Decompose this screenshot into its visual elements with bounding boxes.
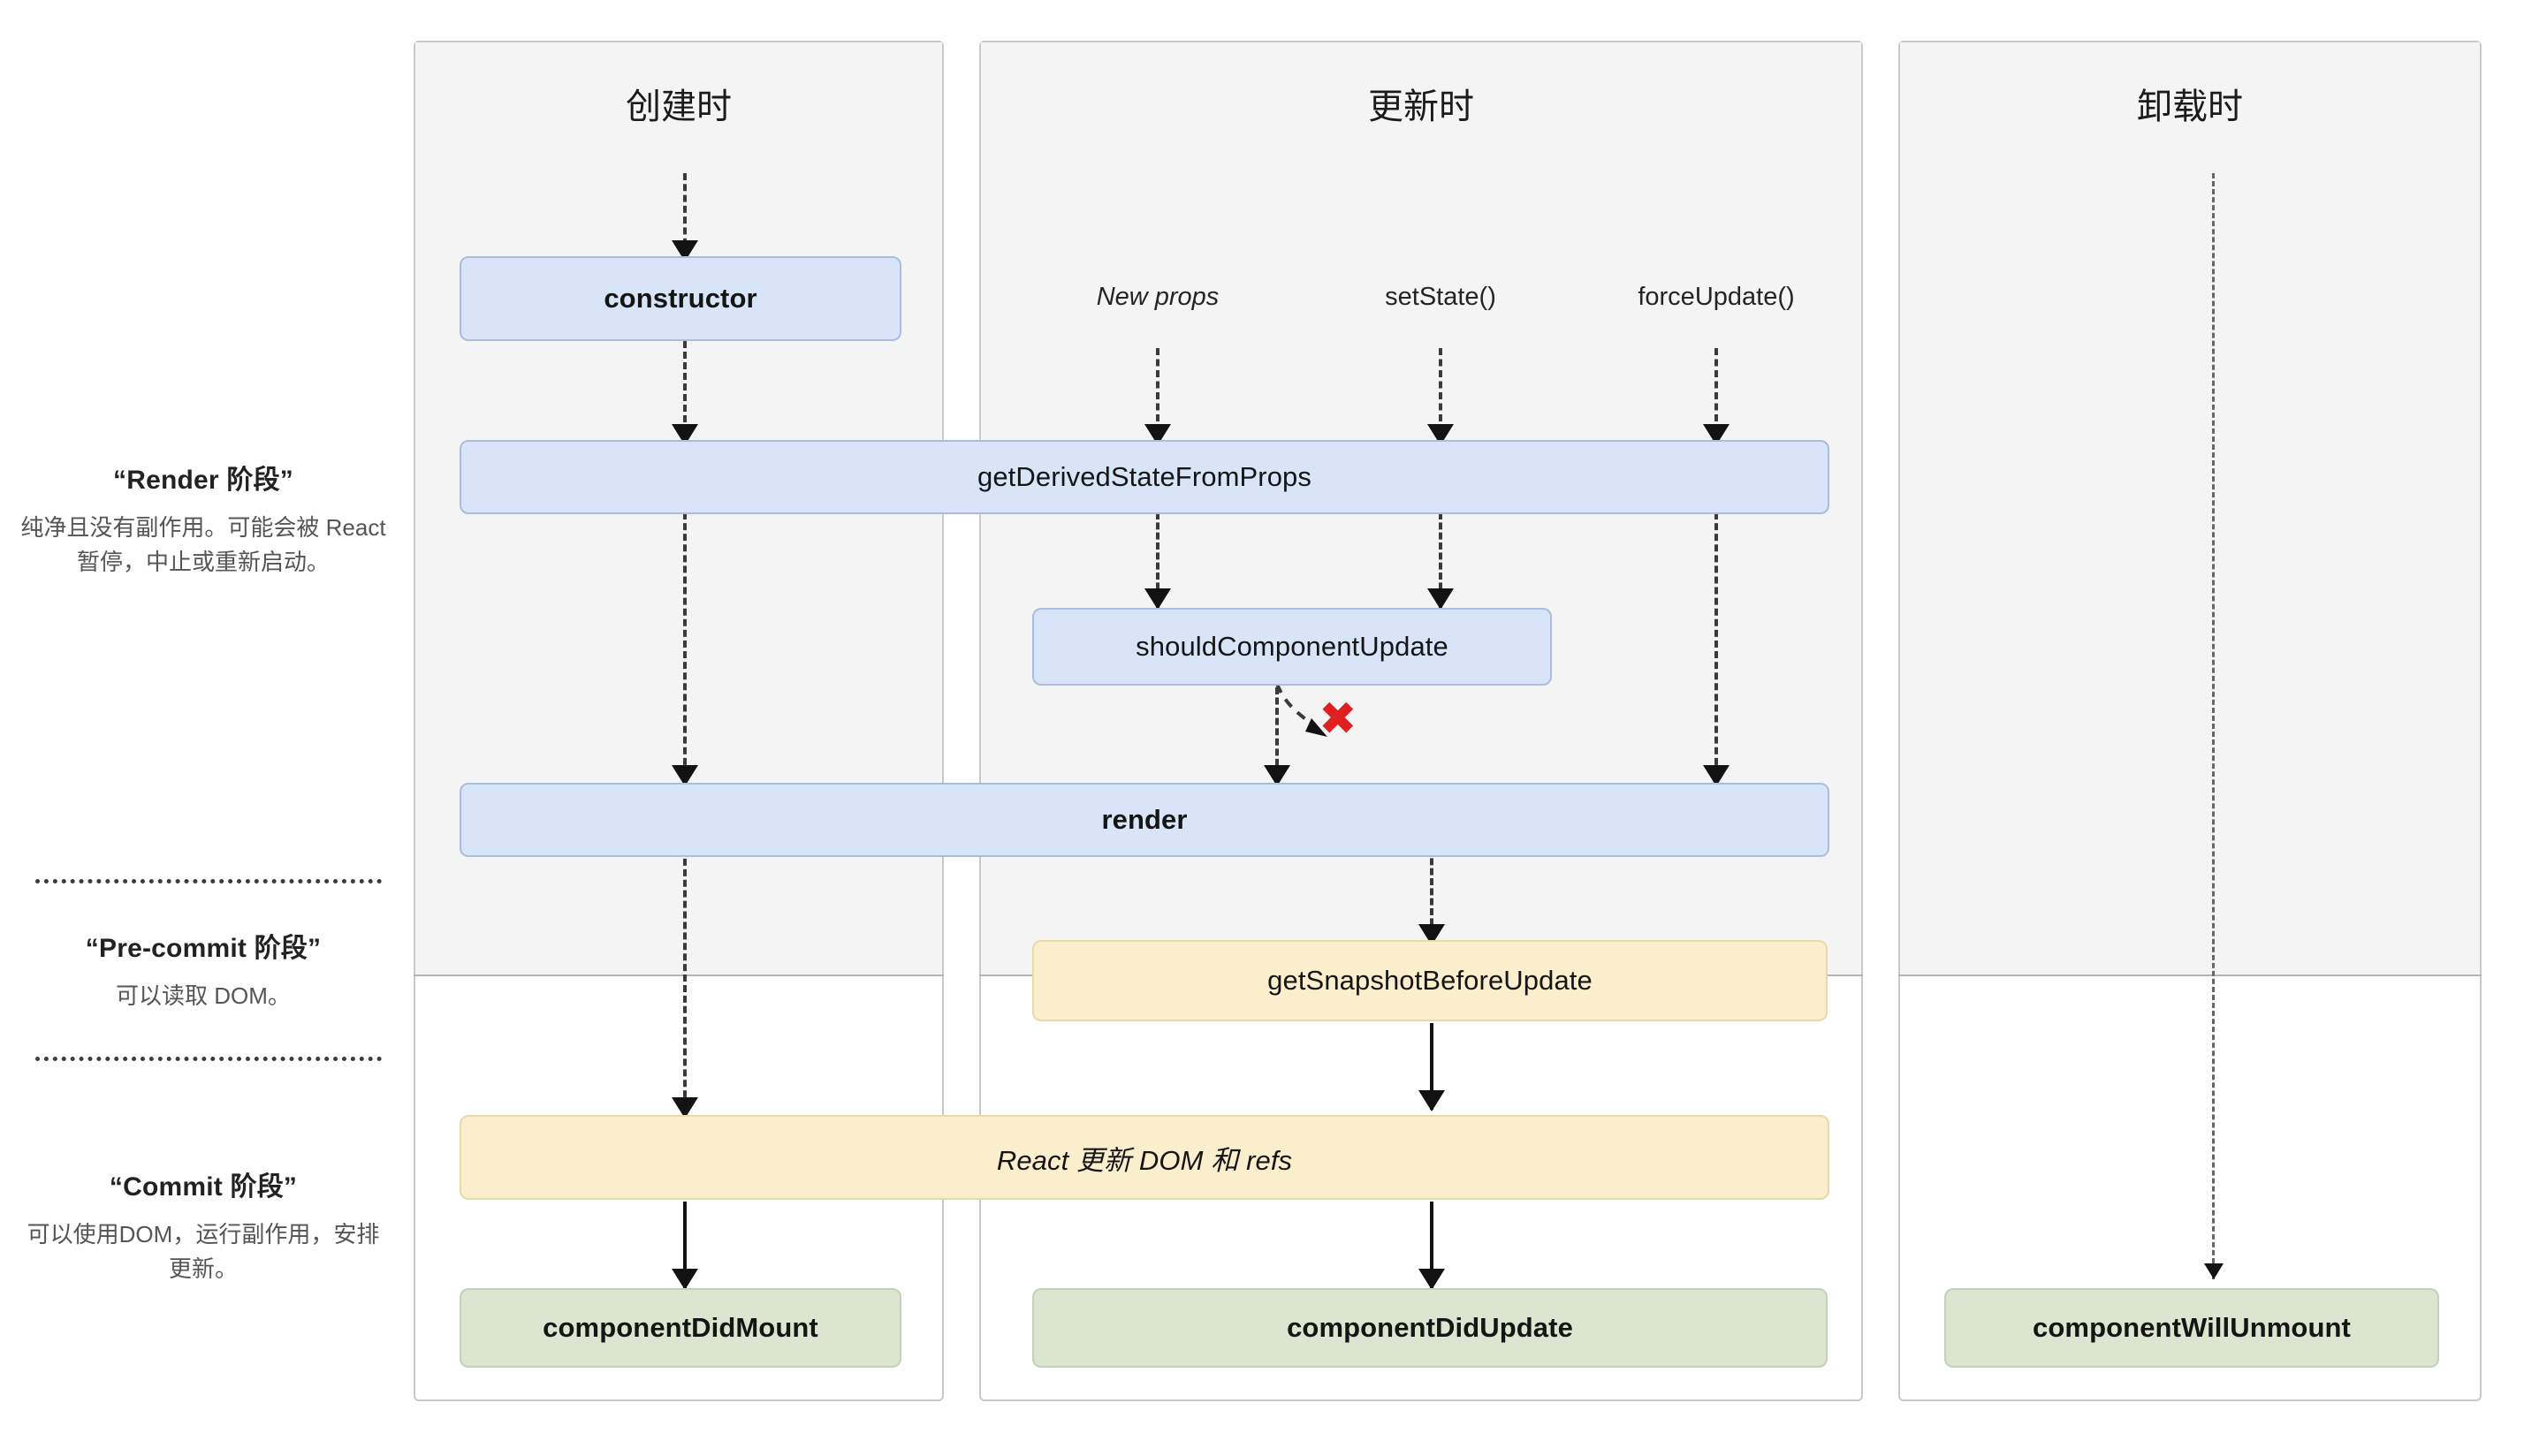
legend-render-description: 纯净且没有副作用。可能会被 React 暂停，中止或重新启动。 <box>20 514 386 575</box>
trigger-force-update: forceUpdate() <box>1638 283 1795 311</box>
edge-commit-to-did-mount <box>683 1202 687 1290</box>
edge-set-state-to-gdsfp <box>1439 348 1442 444</box>
unmount-render-tint <box>1900 42 2480 974</box>
node-render[interactable]: render <box>460 783 1829 857</box>
edge-dom-update-to-did-update <box>1430 1202 1433 1290</box>
edge-dom-update-to-did-update-arrowhead <box>1418 1269 1445 1290</box>
phase-column-unmount <box>1898 41 2482 1401</box>
edge-commit-to-did-mount-arrowhead <box>672 1269 698 1290</box>
node-react-updates-dom[interactable]: React 更新 DOM 和 refs <box>460 1115 1829 1200</box>
node-should-component-update[interactable]: shouldComponentUpdate <box>1032 608 1552 686</box>
commit-phase-divider-unmount <box>1898 974 2482 976</box>
edge-gdsfp-to-scu-props <box>1156 512 1159 610</box>
legend-commit-description: 可以使用DOM，运行副作用，安排更新。 <box>27 1221 380 1282</box>
edge-snapshot-to-dom-update <box>1430 1023 1433 1110</box>
edge-render-to-did-mount <box>683 848 687 1119</box>
legend-divider-bottom <box>35 1057 382 1061</box>
trigger-new-props: New props <box>1096 283 1220 311</box>
edge-scu-skip-branch <box>1255 680 1379 769</box>
legend-precommit-title: “Pre-commit 阶段” <box>85 934 322 963</box>
commit-phase-divider <box>414 974 944 976</box>
edge-unmount-entry <box>2212 173 2215 1279</box>
edge-force-update-to-gdsfp <box>1714 348 1718 444</box>
legend-precommit-description: 可以读取 DOM。 <box>116 982 291 1009</box>
legend-render-title: “Render 阶段” <box>113 466 293 495</box>
phase-column-update <box>979 41 1863 1401</box>
edge-gdsfp-to-render-mount <box>683 512 687 786</box>
column-header-mount: 创建时 <box>626 87 732 126</box>
edge-constructor-to-gdsfp <box>683 341 687 444</box>
edge-new-props-to-gdsfp <box>1156 348 1159 444</box>
edge-gdsfp-to-render-force <box>1714 512 1718 786</box>
edge-render-to-snapshot <box>1430 848 1433 945</box>
legend-render-phase: “Render 阶段” 纯净且没有副作用。可能会被 React 暂停，中止或重新… <box>18 458 389 580</box>
edge-gdsfp-to-scu-state-arrowhead <box>1427 588 1454 610</box>
phase-column-mount <box>414 41 944 1401</box>
trigger-set-state: setState() <box>1385 283 1496 311</box>
node-constructor[interactable]: constructor <box>460 256 901 341</box>
node-component-did-update[interactable]: componentDidUpdate <box>1032 1288 1828 1368</box>
node-get-snapshot-before-update[interactable]: getSnapshotBeforeUpdate <box>1032 940 1828 1021</box>
edge-scu-to-render <box>1275 687 1279 786</box>
edge-mount-entry <box>683 173 687 256</box>
skip-render-reject-icon: ✖ <box>1319 694 1357 745</box>
edge-gdsfp-to-scu-props-arrowhead <box>1144 588 1171 610</box>
edge-gdsfp-to-scu-state <box>1439 512 1442 610</box>
edge-snapshot-to-dom-update-arrowhead <box>1418 1090 1445 1111</box>
node-component-will-unmount[interactable]: componentWillUnmount <box>1944 1288 2439 1368</box>
legend-commit-phase: “Commit 阶段” 可以使用DOM，运行副作用，安排更新。 <box>18 1164 389 1286</box>
legend-divider-top <box>35 879 382 883</box>
legend-precommit-phase: “Pre-commit 阶段” 可以读取 DOM。 <box>18 926 389 1013</box>
legend-commit-title: “Commit 阶段” <box>109 1172 298 1202</box>
edge-unmount-entry-arrowhead <box>2204 1263 2224 1279</box>
column-header-unmount: 卸载时 <box>2137 87 2243 126</box>
node-get-derived-state-from-props[interactable]: getDerivedStateFromProps <box>460 440 1829 514</box>
column-header-update: 更新时 <box>1368 87 1474 126</box>
node-component-did-mount[interactable]: componentDidMount <box>460 1288 901 1368</box>
